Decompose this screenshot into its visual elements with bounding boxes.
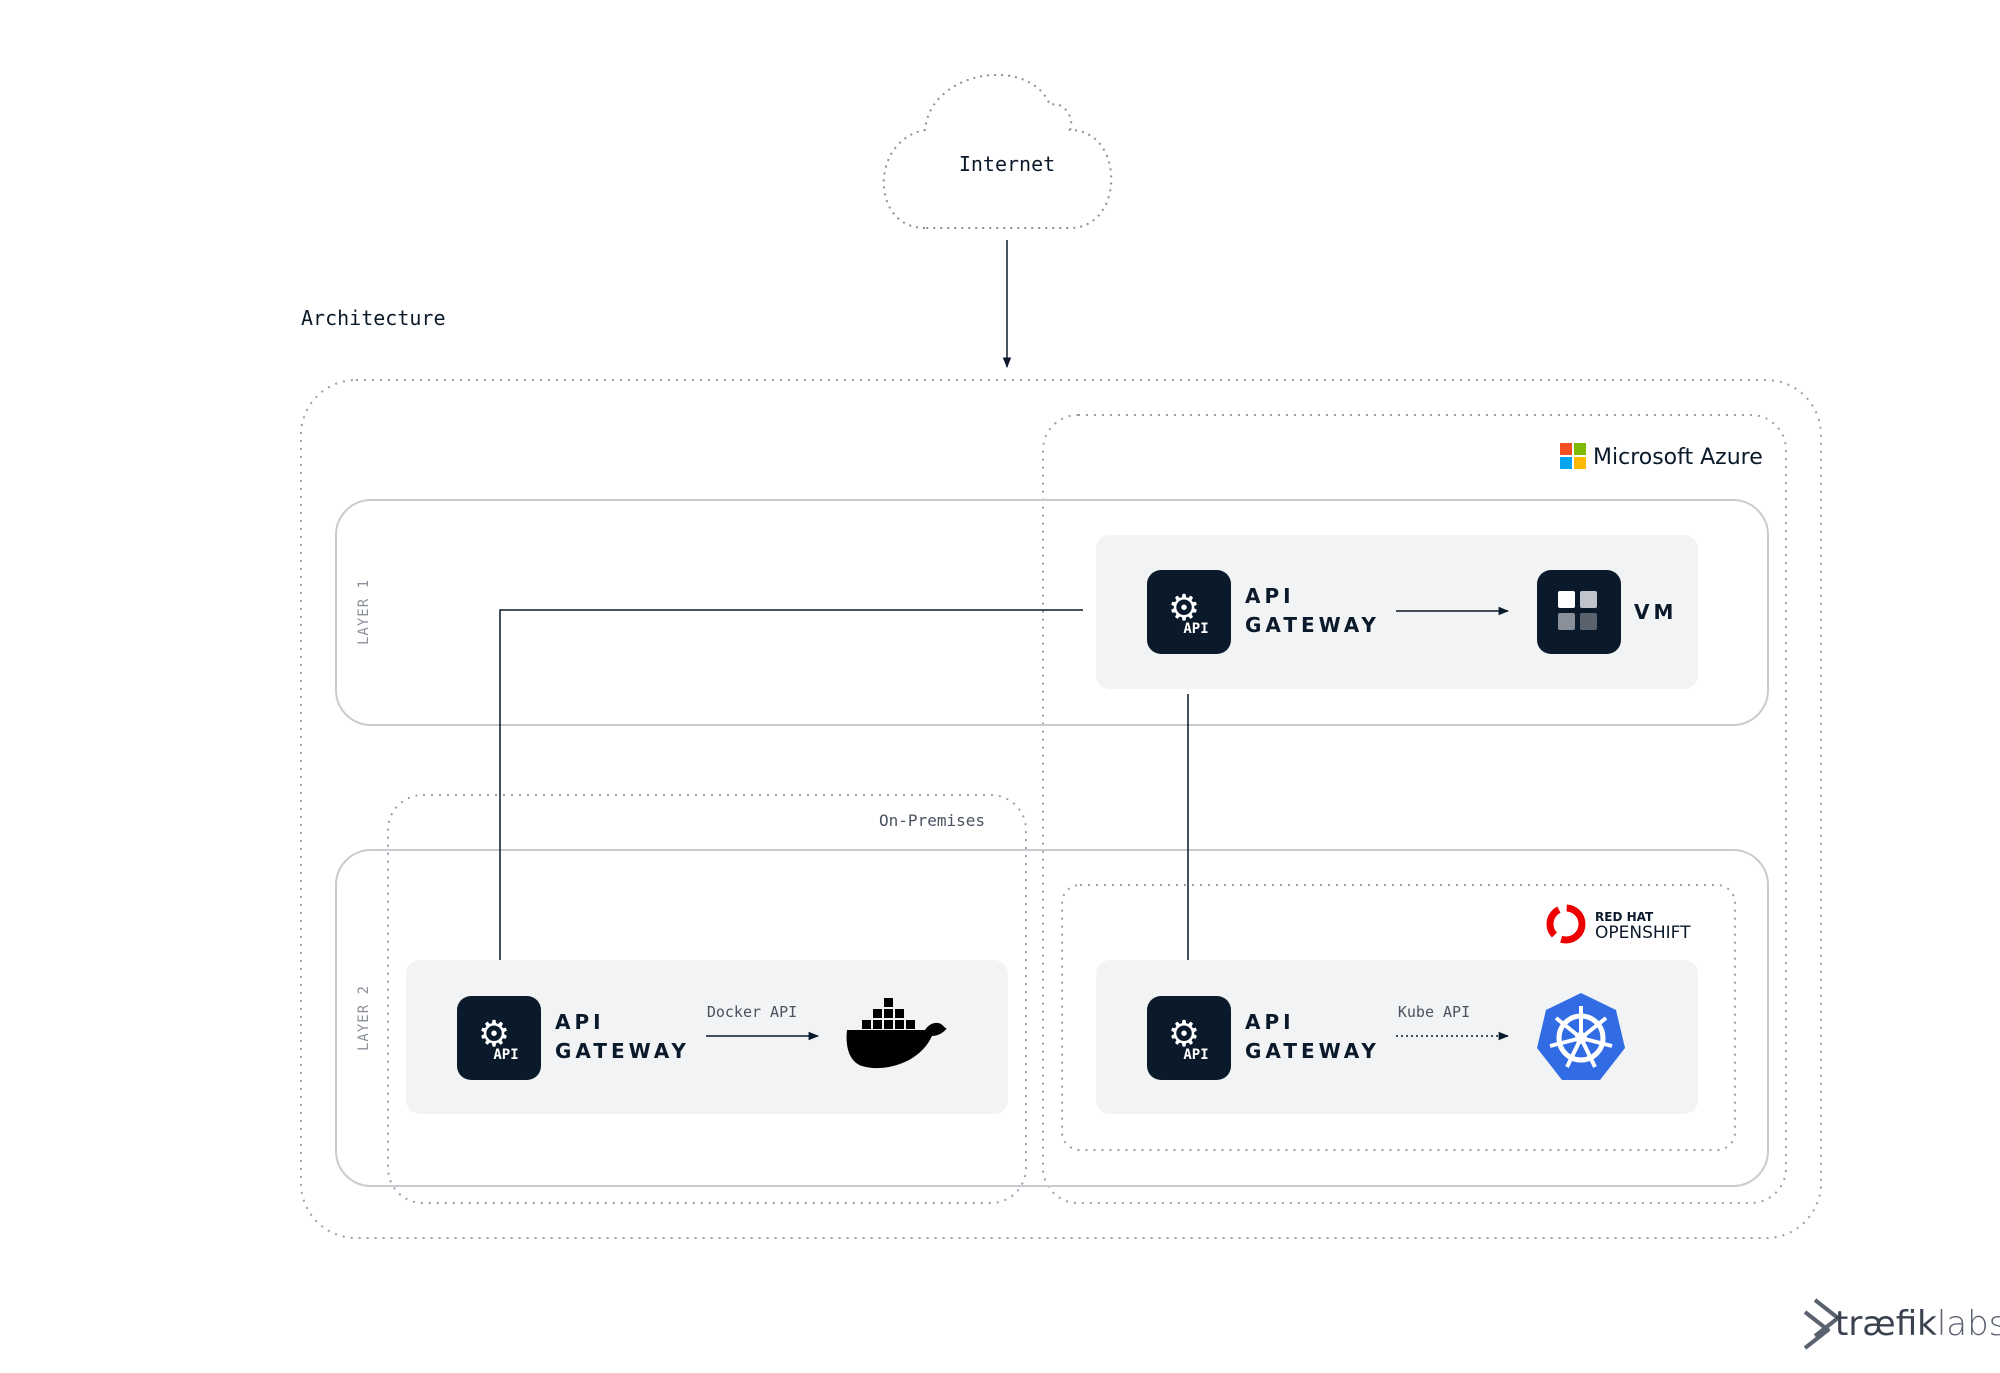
- api-icon-text: API: [1183, 1047, 1208, 1063]
- api-gateway-icon: [457, 996, 541, 1080]
- vm-grid-2: [1580, 591, 1597, 608]
- docker-container: [906, 1020, 915, 1029]
- docker-container: [884, 1020, 893, 1029]
- traefik-brand-text: træfiklabs: [1835, 1304, 2000, 1344]
- internet-label: Internet: [959, 152, 1055, 176]
- layer-2-label: LAYER 2: [356, 985, 372, 1051]
- azure-logo-blue: [1560, 457, 1572, 469]
- kubernetes-spoke: [1580, 1036, 1613, 1048]
- gear-icon: ⚙: [478, 1014, 510, 1055]
- api-icon-text: API: [1183, 621, 1208, 637]
- docker-container: [862, 1020, 871, 1029]
- api-gateway-line2: GATEWAY: [555, 1039, 690, 1063]
- architecture-title: Architecture: [301, 306, 446, 330]
- vm-grid-4: [1580, 613, 1597, 630]
- api-gateway-line1: API: [555, 1010, 605, 1034]
- api-gateway-icon: [1147, 570, 1231, 654]
- api-gateway-line2: GATEWAY: [1245, 613, 1380, 637]
- layer-1-label: LAYER 1: [356, 579, 372, 645]
- vm-grid-3: [1558, 613, 1575, 630]
- internet-cloud: Internet: [882, 73, 1113, 229]
- openshift-label-top: RED HAT: [1595, 910, 1654, 924]
- api-icon-text: API: [493, 1047, 518, 1063]
- docker-container: [884, 998, 893, 1007]
- traefik-brand-labs: labs: [1937, 1304, 2000, 1344]
- kubernetes-spoke: [1579, 1037, 1597, 1068]
- api-gateway-onprem: ⚙ API API GATEWAY: [457, 996, 690, 1080]
- docker-icon: [846, 998, 947, 1069]
- vm-icon: [1537, 570, 1621, 654]
- kube-api-label: Kube API: [1398, 1003, 1470, 1021]
- gear-icon: ⚙: [1168, 588, 1200, 629]
- azure-logo-green: [1574, 443, 1586, 455]
- docker-container: [873, 1009, 882, 1018]
- api-gateway-line2: GATEWAY: [1245, 1039, 1380, 1063]
- traefik-brand-name: træfik: [1835, 1304, 1937, 1344]
- kubernetes-icon: [1537, 993, 1625, 1080]
- architecture-boundary: [300, 379, 1822, 1239]
- cloud-icon: [882, 73, 1113, 229]
- gateway-to-onprem-connector: [495, 609, 1083, 987]
- api-gateway-line1: API: [1245, 584, 1295, 608]
- traefik-logo-icon: [1803, 1298, 1840, 1350]
- openshift-ring-icon: [1546, 904, 1586, 944]
- vm-grid-1: [1558, 591, 1575, 608]
- openshift-label-bottom: OPENSHIFT: [1595, 923, 1691, 943]
- kubernetes-spoke: [1565, 1037, 1583, 1068]
- api-gateway-openshift: ⚙ API API GATEWAY: [1147, 996, 1380, 1080]
- docker-container: [895, 1009, 904, 1018]
- azure-label: Microsoft Azure: [1593, 445, 1763, 470]
- layer-1-box: [335, 499, 1769, 726]
- openshift-region: [1061, 884, 1736, 1151]
- vm-node: VM: [1537, 570, 1677, 654]
- layer-2-box: [335, 849, 1769, 1187]
- api-gateway-line1: API: [1245, 1010, 1295, 1034]
- layer-2-openshift-panel: [1096, 960, 1698, 1114]
- docker-container: [895, 1020, 904, 1029]
- docker-whale: [846, 1022, 947, 1069]
- docker-container: [884, 1009, 893, 1018]
- kubernetes-spoke: [1579, 1016, 1608, 1040]
- on-premises-label: On-Premises: [879, 811, 985, 830]
- api-gateway-layer1: ⚙ API API GATEWAY: [1147, 570, 1380, 654]
- azure-region: [1042, 414, 1787, 1204]
- azure-logo-red: [1560, 443, 1572, 455]
- traefik-labs-logo: træfiklabs: [1803, 1298, 2000, 1350]
- gear-icon: ⚙: [1168, 1014, 1200, 1055]
- kubernetes-spoke: [1549, 1036, 1582, 1048]
- docker-api-label: Docker API: [707, 1003, 797, 1021]
- docker-container: [873, 1020, 882, 1029]
- kubernetes-spoke: [1554, 1016, 1583, 1040]
- azure-logo: [1560, 443, 1586, 469]
- vm-label: VM: [1634, 600, 1677, 624]
- api-gateway-icon: [1147, 996, 1231, 1080]
- layer-2-onprem-panel: [406, 960, 1008, 1114]
- azure-logo-yellow: [1574, 457, 1586, 469]
- openshift-logo: RED HAT OPENSHIFT: [1546, 904, 1691, 944]
